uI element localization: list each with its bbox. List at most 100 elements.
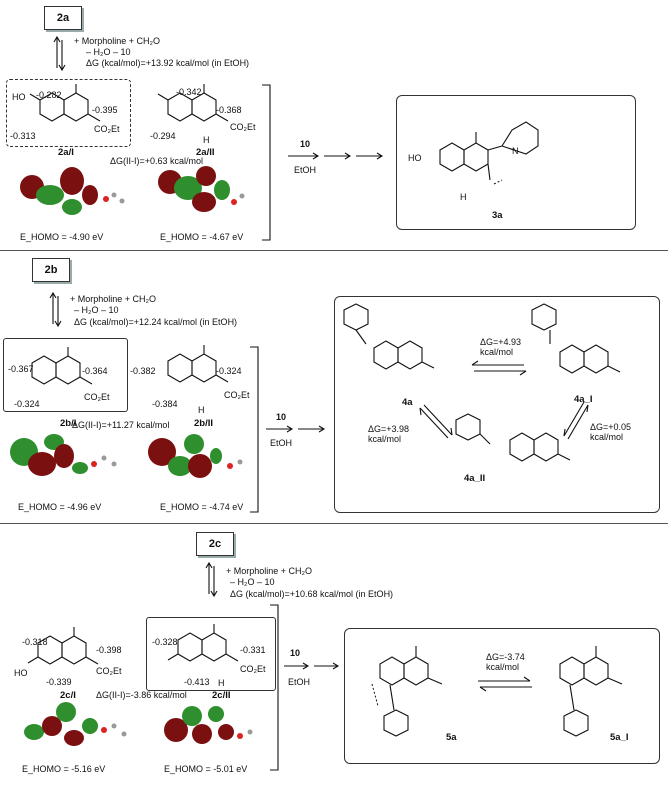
label-3a: 3a <box>492 210 503 221</box>
charge-2bII-2: -0.324 <box>216 366 242 376</box>
charge-2aI-3: -0.313 <box>10 131 36 141</box>
dg-tautomer-a: ΔG(II-I)=+0.63 kcal/mol <box>110 156 204 166</box>
arrow-solvent-c: EtOH <box>288 677 311 687</box>
bracket-c <box>270 604 279 771</box>
structure-4a <box>343 303 435 370</box>
homo-orbital-2aII <box>158 166 245 212</box>
equilibrium-arrow-b <box>49 291 62 328</box>
bracket-b <box>250 346 259 513</box>
reaction-arrows-a <box>288 152 384 160</box>
structure-4a-II <box>455 413 571 462</box>
label-2bII: 2b/II <box>194 418 214 429</box>
product-box-5a <box>344 628 660 764</box>
homo-energy-2aI: E_HOMO = -4.90 eV <box>20 232 104 242</box>
charge-2cI-1: -0.318 <box>22 637 48 647</box>
selected-tautomer-frame-b <box>3 338 128 412</box>
divider-1 <box>0 250 668 251</box>
charge-2bII-3: -0.384 <box>152 399 178 409</box>
dg-a: ΔG (kcal/mol)=+13.92 kcal/mol (in EtOH) <box>86 58 250 68</box>
sub-co2et-2bII: CO₂Et <box>224 390 250 400</box>
homo-energy-2cII: E_HOMO = -5.01 eV <box>164 764 248 774</box>
dg-eq1: ΔG=+4.93 kcal/mol <box>480 337 522 357</box>
structure-2b-II <box>167 345 229 383</box>
homo-orbital-2cII <box>164 706 253 744</box>
homo-energy-2bI: E_HOMO = -4.96 eV <box>18 502 102 512</box>
structure-4a-I <box>531 303 621 374</box>
reagents-a: + Morpholine + CH₂O <box>74 36 161 46</box>
homo-orbital-2aI <box>20 167 125 215</box>
nh-2bII: H <box>198 405 205 415</box>
label-5a-I: 5a_I <box>610 732 629 743</box>
homo-energy-2aII: E_HOMO = -4.67 eV <box>160 232 244 242</box>
label-2cII: 2c/II <box>212 690 231 701</box>
reagents-c: + Morpholine + CH₂O <box>226 566 313 576</box>
equilibrium-arrow-a <box>53 35 66 72</box>
label-4a: 4a <box>402 397 413 408</box>
charge-2aII-2: -0.368 <box>216 105 242 115</box>
sub-co2et-2aII: CO₂Et <box>230 122 256 132</box>
structure-2c-I <box>27 627 99 665</box>
charge-2aII-1: -0.342 <box>176 87 202 97</box>
dg-eq-c: ΔG=-3.74 kcal/mol <box>486 652 525 672</box>
structure-2a-I <box>29 84 101 122</box>
homo-orbital-2cI <box>24 702 127 746</box>
product-box-4a <box>334 296 660 513</box>
charge-2bI-3: -0.324 <box>14 399 40 409</box>
charge-2aII-3: -0.294 <box>150 131 176 141</box>
sub-co2et-2aI: CO₂Et <box>94 124 120 134</box>
equilibrium-4a-4aI <box>471 360 527 376</box>
sub-co2et-2cII: CO₂Et <box>240 664 266 674</box>
loss-a: – H₂O – 10 <box>86 47 131 57</box>
dg-eq2: ΔG=+0.05 kcal/mol <box>590 422 632 442</box>
equilibrium-4a-4aII <box>419 404 453 439</box>
structure-2a-II <box>157 84 229 122</box>
compound-badge-2b: 2b <box>32 258 70 282</box>
charge-2cI-3: -0.339 <box>46 677 72 687</box>
reaction-arrows-b <box>266 425 326 433</box>
dg-b: ΔG (kcal/mol)=+12.24 kcal/mol (in EtOH) <box>74 317 238 327</box>
structure-2c-II <box>167 624 239 662</box>
charge-2cII-2: -0.331 <box>240 645 266 655</box>
charge-2aI-1: -0.282 <box>36 90 62 100</box>
selected-tautomer-frame-a <box>6 79 131 147</box>
3a-n: N <box>512 146 519 156</box>
nh-2aII: H <box>203 135 210 145</box>
reagents-b: + Morpholine + CH₂O <box>70 294 157 304</box>
arrow-solvent-a: EtOH <box>294 165 317 175</box>
dg-c: ΔG (kcal/mol)=+10.68 kcal/mol (in EtOH) <box>230 589 394 599</box>
compound-badge-2a: 2a <box>44 6 82 30</box>
charge-2bII-1: -0.382 <box>130 366 156 376</box>
arrow-reagent-b: 10 <box>276 412 287 422</box>
charge-2cII-3: -0.413 <box>184 677 210 687</box>
dg-tautomer-b: ΔG(II-I)=+11.27 kcal/mol <box>72 420 170 430</box>
arrow-solvent-b: EtOH <box>270 438 293 448</box>
label-2cI: 2c/I <box>60 690 76 701</box>
structure-3a <box>439 121 539 185</box>
equilibrium-4aI-4aII <box>563 401 589 440</box>
label-2aI: 2a/I <box>58 147 74 158</box>
compound-badge-2c: 2c <box>196 532 234 556</box>
product-box-3a <box>396 95 636 230</box>
structure-2b-I <box>31 347 93 385</box>
3a-ho: HO <box>408 153 422 163</box>
label-4a-II: 4a_II <box>464 473 486 484</box>
sub-ho-2c: HO <box>14 668 28 678</box>
arrow-reagent-c: 10 <box>290 648 301 658</box>
dg-tautomer-c: ΔG(II-I)=-3.86 kcal/mol <box>96 690 187 700</box>
label-2bI: 2b/I <box>60 418 77 429</box>
dg-eq3: ΔG=+3.98 kcal/mol <box>368 424 410 444</box>
arrow-reagent-a: 10 <box>300 139 311 149</box>
sub-ho-2a: HO <box>12 92 26 102</box>
structure-5a-I <box>559 646 623 737</box>
label-4a-I: 4a_I <box>574 394 593 405</box>
bracket-a <box>262 84 271 241</box>
3a-h: H <box>460 192 467 202</box>
loss-c: – H₂O – 10 <box>230 577 275 587</box>
label-2aII: 2a/II <box>196 147 215 158</box>
homo-orbital-2bI <box>10 434 117 476</box>
charge-2bI-1: -0.367 <box>8 364 34 374</box>
equilibrium-arrow-c <box>205 561 218 598</box>
homo-energy-2cI: E_HOMO = -5.16 eV <box>22 764 106 774</box>
divider-2 <box>0 523 668 524</box>
selected-tautomer-frame-c <box>146 617 276 691</box>
